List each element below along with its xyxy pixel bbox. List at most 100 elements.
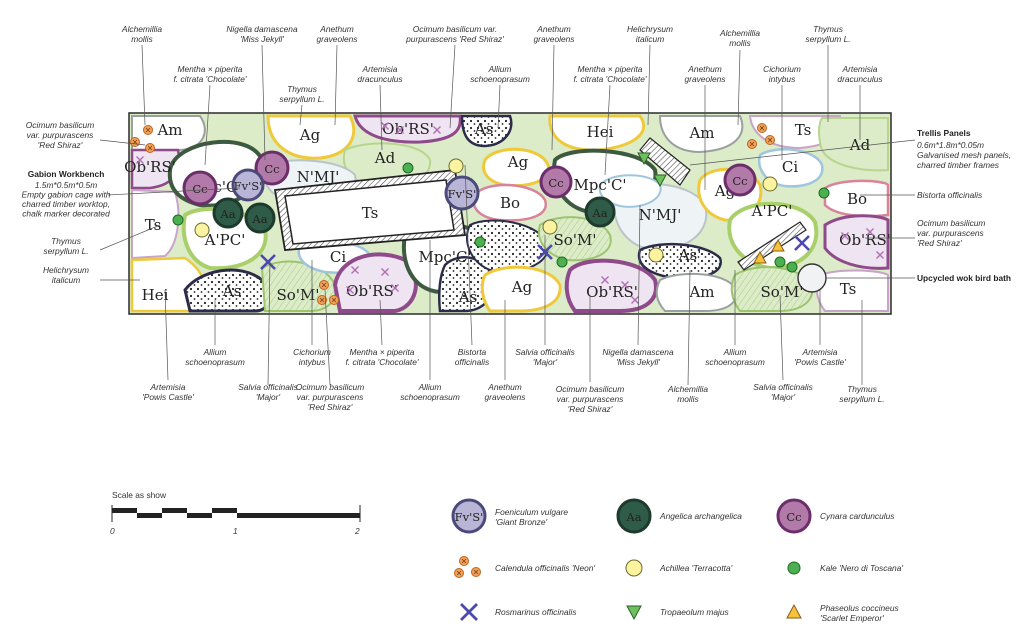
bed-ag-top: [266, 114, 356, 160]
bed-code-label: Ag: [511, 278, 533, 296]
leader-lines: [99, 44, 916, 386]
gabion-workbench: Ts: [273, 169, 467, 251]
plant-circle-label: Aa: [219, 207, 235, 221]
legend-item: Calendula officinalis 'Neon': [454, 556, 595, 578]
ocimum-mark: [381, 268, 389, 276]
legend-item: Cc Cynara cardunculus: [776, 498, 895, 534]
label-bottom-15: Artemisia'Powis Castle': [794, 347, 846, 367]
plant-circle-cc: [539, 165, 573, 199]
ocimum-mark: [381, 122, 389, 130]
bed-code-label: So'M': [554, 231, 597, 249]
legend-item: Tropaeolum majus: [626, 605, 730, 621]
bed-code-label: Ci: [782, 158, 798, 176]
ocimum-mark: [136, 156, 144, 164]
bed-code-label: Bo: [500, 194, 520, 212]
bed-bo-mid: [472, 183, 547, 222]
ocimum-mark: [621, 281, 629, 289]
ocimum-mark: [876, 251, 884, 259]
phaseolus-symbol: [786, 603, 802, 619]
plant-circle-label: Aa: [591, 206, 607, 220]
plant-circle-label: Cc: [548, 176, 563, 190]
plant-circle-label: Fv'S': [234, 179, 263, 193]
ocimum-mark: [631, 296, 639, 304]
label-bottom-14: Salvia officinalis'Major': [753, 382, 813, 402]
bed-as-top: [460, 114, 513, 148]
legend-label-4: Achillea 'Terracotta': [659, 563, 733, 573]
legend-label-2: Cynara cardunculus: [820, 511, 895, 521]
calendula-symbol: [145, 143, 155, 153]
bed-hatch-mid: [465, 219, 550, 273]
bed-code-label: N'MJ': [639, 206, 682, 224]
legend-item: Kale 'Nero di Toscana': [787, 561, 903, 575]
plant-circle-label: Cc: [192, 182, 207, 196]
achillea-symbol: [625, 559, 643, 577]
scale-tick-0: 0: [110, 526, 115, 536]
bed-code-label: Am: [688, 283, 714, 301]
kale-symbol: [818, 187, 830, 199]
plant-circle-label: Cc: [732, 174, 747, 188]
bed-code-label: So'M': [277, 286, 320, 304]
plant-circle-label: Fv'S': [448, 187, 477, 201]
kale-symbol: [786, 261, 798, 273]
scale-title: Scale as show: [112, 490, 167, 500]
achillea-symbol: [648, 247, 664, 263]
wok-label: Upcycled wok bird bath: [917, 273, 1011, 283]
rosmarinus-symbol: [460, 603, 478, 621]
bed-code-label: Ob'RS': [382, 120, 434, 138]
bed-som-right: [730, 266, 814, 312]
bed-code-label: Mpc'C': [418, 248, 471, 266]
bed-am-right: [655, 272, 738, 312]
legend-label-0: Foeniculum vulgare'Giant Bronze': [495, 507, 568, 527]
scale-tick-1: 1: [233, 526, 238, 536]
plant-circle-aa: [584, 196, 616, 228]
ocimum-mark: [391, 284, 399, 292]
legend-symbol-code: Cc: [786, 510, 801, 524]
phaseolus-symbol: [771, 238, 785, 252]
label-bottom-2: Salvia officinalis'Major': [238, 382, 298, 402]
plant-circle-label: Aa: [251, 212, 267, 226]
label-bottom-0: Artemisia'Powis Castle': [142, 382, 194, 402]
ocimum-mark: [866, 228, 874, 236]
bed-apc-right: [727, 201, 819, 271]
label-top-1: Nigella damascena'Miss Jekyll': [226, 24, 298, 44]
bed-code-label: Ob'RS': [839, 231, 891, 249]
bed-code-label: As': [678, 246, 702, 264]
bed-code-label: N'MJ': [297, 168, 340, 186]
legend-label-1: Angelica archangelica: [659, 511, 742, 521]
legend-label-6: Rosmarinus officinalis: [495, 607, 577, 617]
calendula-symbol: [143, 125, 153, 135]
legend-symbol-2: [776, 498, 812, 534]
ocimum-mark: [351, 266, 359, 274]
legend-symbol-0: [451, 498, 487, 534]
label-right-0: Bistorta officinalis: [917, 190, 983, 200]
bed-codes: AmOb'RS'Mpc'C'TsA'PC'HeiAsSo'M'CiOb'RS'A…: [124, 120, 891, 306]
rosmarinus-symbol: [260, 254, 276, 270]
calendula-symbol: [747, 139, 757, 149]
legend-item: Achillea 'Terracotta': [625, 559, 733, 577]
bed-am-top: [658, 115, 744, 154]
scale-tick-2: 2: [354, 526, 360, 536]
plant-circle-cc: [182, 170, 218, 206]
